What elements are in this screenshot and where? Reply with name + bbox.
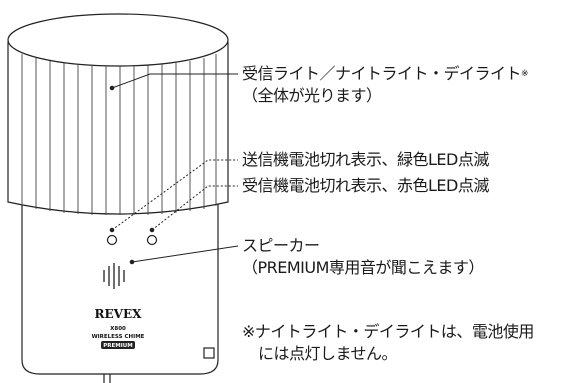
chime-device xyxy=(7,13,229,383)
speaker-grille xyxy=(103,263,125,289)
light-cover-top xyxy=(7,13,229,67)
brand-logo: REVEX xyxy=(95,307,143,321)
leader-speaker xyxy=(131,245,239,263)
speaker-callout-line1: スピーカー xyxy=(242,236,320,255)
speaker-callout-line2: （PREMIUM専用音が聞こえます） xyxy=(242,258,484,277)
light-callout-line2: （全体が光ります） xyxy=(242,86,382,105)
footnote-line2: には点灯しません。 xyxy=(258,344,398,363)
light-cover-ribs xyxy=(21,54,217,215)
green-led xyxy=(106,234,118,246)
red-led xyxy=(146,234,158,246)
light-note-mark: ※ xyxy=(521,69,529,79)
receiver-battery-callout: 受信機電池切れ表示、赤色LED点滅 xyxy=(242,176,489,195)
premium-badge-label: PREMIUM xyxy=(103,343,132,349)
battery-slot xyxy=(203,347,215,359)
leader-light xyxy=(111,73,238,89)
premium-badge xyxy=(101,341,135,349)
light-cover xyxy=(7,42,229,215)
transmitter-battery-callout: 送信機電池切れ表示、緑色LED点滅 xyxy=(242,150,489,169)
model-number: X800 xyxy=(110,326,126,332)
product-name: WIRELESS CHIME xyxy=(92,334,145,340)
footnote-line1: ※ナイトライト・デイライトは、電池使用 xyxy=(242,322,534,341)
lower-housing xyxy=(21,200,219,375)
light-callout-line1: 受信ライト／ナイトライト・デイライト※ xyxy=(242,64,529,84)
leader-lines xyxy=(109,73,239,265)
light-callout-text: 受信ライト／ナイトライト・デイライト xyxy=(242,64,522,83)
